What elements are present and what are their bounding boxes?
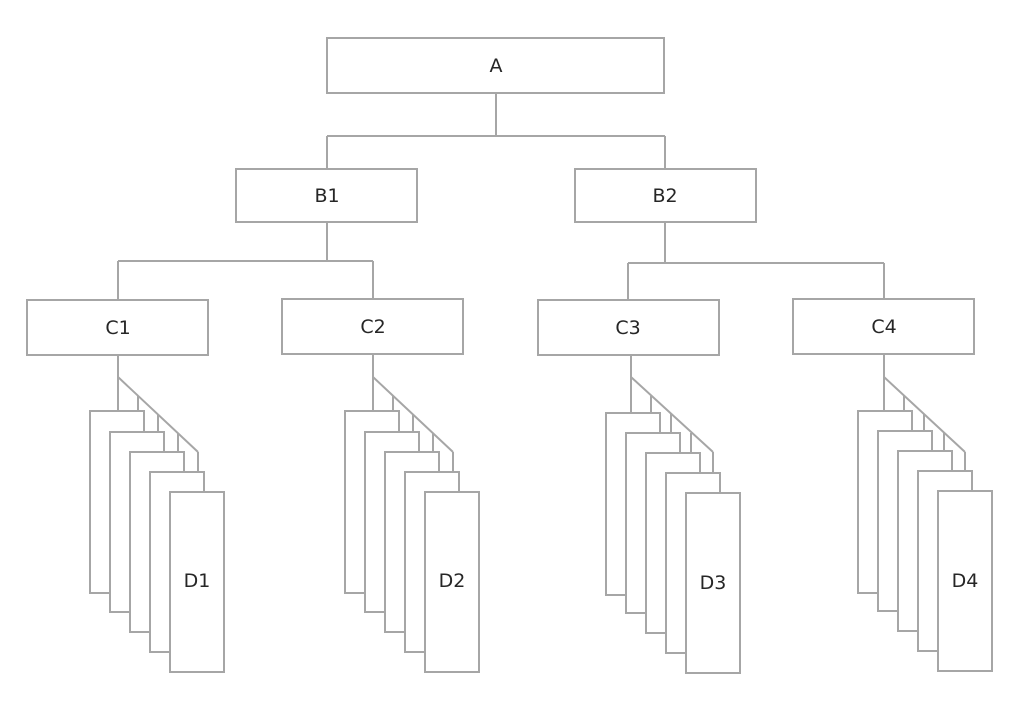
node-c3: C3: [537, 299, 720, 356]
connector-b2-c: [627, 222, 885, 300]
node-b1-label: B1: [314, 185, 339, 207]
node-d2: [424, 491, 480, 673]
node-c4: C4: [792, 298, 975, 355]
stack-d1: D1: [89, 355, 225, 673]
connector-b1-c: [117, 222, 374, 300]
node-d2-label: D2: [439, 570, 466, 592]
connector-a-b: [326, 93, 666, 169]
node-b1: B1: [235, 168, 418, 223]
node-d1-label: D1: [184, 570, 211, 592]
node-c3-label: C3: [615, 317, 640, 339]
stack-d4: D4: [857, 354, 993, 672]
node-d3-label: D3: [700, 572, 727, 594]
node-c1-label: C1: [105, 317, 130, 339]
node-c1: C1: [26, 299, 209, 356]
stack-d2: D2: [344, 354, 480, 673]
stack-d3: D3: [605, 355, 741, 674]
node-d1: [169, 491, 225, 673]
node-b2: B2: [574, 168, 757, 223]
node-c4-label: C4: [871, 316, 896, 338]
node-c2-label: C2: [360, 316, 385, 338]
node-d4-label: D4: [952, 570, 979, 592]
node-b2-label: B2: [652, 185, 677, 207]
node-d4: [937, 490, 993, 672]
node-a-label: A: [490, 55, 503, 77]
node-d3: [685, 492, 741, 674]
node-c2: C2: [281, 298, 464, 355]
node-a: A: [326, 37, 665, 94]
